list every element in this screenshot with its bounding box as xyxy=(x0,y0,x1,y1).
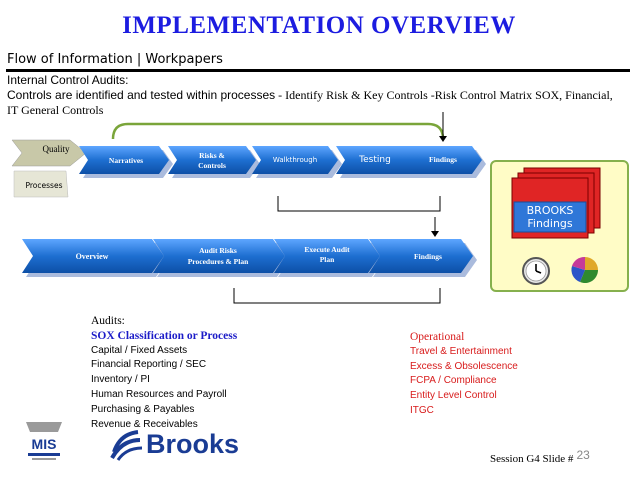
chevron-narratives: Narratives xyxy=(79,146,173,178)
brooks-findings-box: BROOKS Findings xyxy=(490,160,629,292)
chevron-risks-controls: Risks & Controls xyxy=(168,146,260,178)
list-item: Human Resources and Payroll xyxy=(91,388,227,400)
quality-shape xyxy=(11,139,87,167)
chevron-audit-risks: Audit Risks Procedures & Plan xyxy=(153,239,289,277)
list-item: Travel & Entertainment xyxy=(410,345,512,357)
internal-control-body: Controls are identified and tested withi… xyxy=(7,88,617,118)
chevron-findings-top: Findings xyxy=(404,146,486,178)
bottom-connector xyxy=(233,288,441,304)
audits-subtitle: SOX Classification or Process xyxy=(91,329,238,342)
internal-control-main: Controls are identified and tested withi… xyxy=(7,88,276,102)
list-item: Purchasing & Payables xyxy=(91,403,195,415)
chevron-walkthrough: Walkthrough xyxy=(252,146,342,178)
brooks-findings-graphic: BROOKS Findings xyxy=(511,167,601,285)
mis-logo-graphic: MIS xyxy=(20,418,68,464)
slide-number: 23 xyxy=(576,448,590,462)
bracket-arrowhead xyxy=(439,136,447,142)
audit-risks-label-1: Audit Risks xyxy=(199,246,237,255)
operational-title: Operational xyxy=(410,331,465,343)
chevron-execute-audit: Execute Audit Plan xyxy=(274,239,384,277)
chevron-overview: Overview xyxy=(22,239,168,277)
quality-label: Quality xyxy=(43,144,70,154)
processes-shape xyxy=(13,170,69,198)
audit-risks-label-2: Procedures & Plan xyxy=(188,257,249,266)
execute-label-1: Execute Audit xyxy=(304,245,350,254)
green-bracket xyxy=(111,122,445,140)
chevron-findings-bottom: Findings xyxy=(369,239,477,277)
processes-label: Processes xyxy=(26,181,63,190)
audits-list: Audits: SOX Classification or Process Ca… xyxy=(91,314,237,432)
findings-label-plate xyxy=(513,201,587,233)
brooks-logo-text: Brooks xyxy=(146,429,240,459)
heading-underline xyxy=(6,69,630,72)
chevron-testing: Testing xyxy=(336,146,422,178)
list-item: FCPA / Compliance xyxy=(410,375,497,387)
findings-top-label: Findings xyxy=(429,155,457,164)
walkthrough-label: Walkthrough xyxy=(273,156,317,164)
audits-title: Audits: xyxy=(91,315,125,327)
list-item: Excess & Obsolescence xyxy=(410,360,518,372)
internal-control-title: Internal Control Audits: xyxy=(7,73,129,87)
list-item: Capital / Fixed Assets xyxy=(91,344,188,356)
narratives-label: Narratives xyxy=(109,156,143,165)
internal-control-tail: - Identify Risk & Key Controls -Risk Con… xyxy=(7,88,613,117)
list-item: Revenue & Receivables xyxy=(91,418,198,430)
execute-label-2: Plan xyxy=(320,255,335,264)
flow-heading: Flow of Information | Workpapers xyxy=(7,52,223,67)
brooks-logo-mark xyxy=(110,430,143,461)
list-item: Financial Reporting / SEC xyxy=(91,359,207,371)
operational-list: Operational Travel & Entertainment Exces… xyxy=(410,330,518,419)
overview-label: Overview xyxy=(76,252,109,261)
mid-connector xyxy=(277,196,441,212)
brooks-findings-line2: Findings xyxy=(527,217,573,230)
mis-logo-text: MIS xyxy=(32,436,57,452)
risks-label-2: Controls xyxy=(198,161,226,170)
list-item: ITGC xyxy=(410,404,434,416)
list-item: Entity Level Control xyxy=(410,390,497,402)
mid-arrowhead xyxy=(431,231,439,237)
testing-label: Testing xyxy=(358,155,391,165)
session-slide-number: Session G4 Slide #23 xyxy=(490,448,590,465)
risks-label-1: Risks & xyxy=(199,151,225,160)
list-item: Inventory / PI xyxy=(91,374,150,386)
brooks-findings-line1: BROOKS xyxy=(527,204,574,217)
slide-title: IMPLEMENTATION OVERVIEW xyxy=(122,12,516,39)
brooks-logo: Brooks xyxy=(108,426,240,462)
mis-logo: MIS xyxy=(20,418,68,464)
findings-bottom-label: Findings xyxy=(414,252,442,261)
clock-icon xyxy=(522,257,550,285)
pie-chart-icon xyxy=(571,256,598,283)
session-label: Session G4 Slide # xyxy=(490,453,574,465)
